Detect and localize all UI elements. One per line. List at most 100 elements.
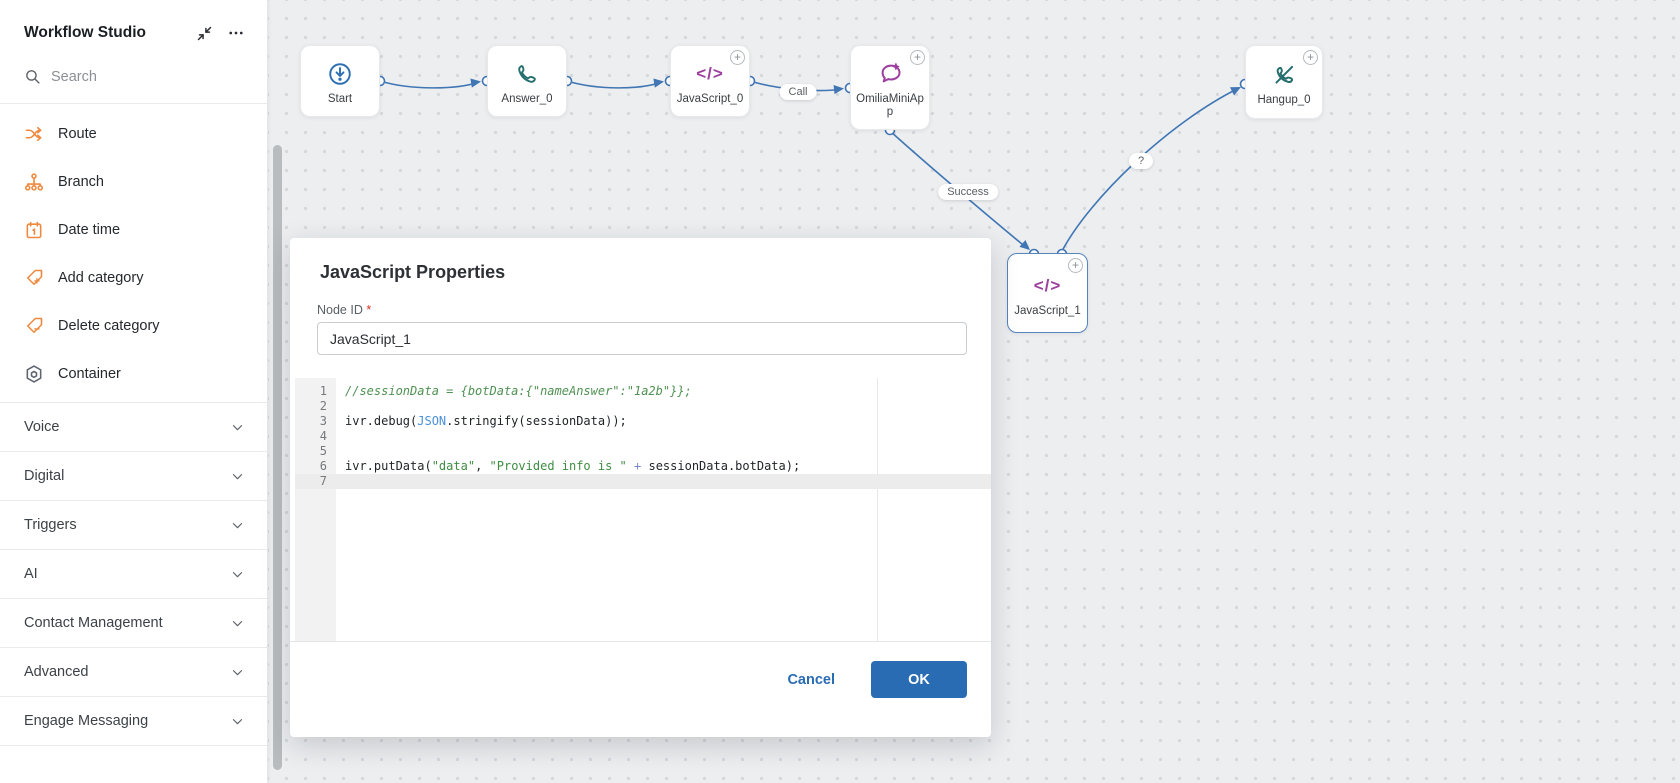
chevron-down-icon: [230, 469, 245, 484]
node-id-label: Node ID *: [317, 303, 372, 317]
section-label: Advanced: [24, 664, 89, 680]
code-text: [336, 429, 345, 444]
start-icon: [327, 61, 353, 87]
edge-label: Call: [779, 84, 817, 100]
chevron-down-icon: [230, 665, 245, 680]
chat-sparkle-icon: [877, 61, 904, 87]
delete-category-icon: [24, 316, 44, 336]
sidebar-item-label: Delete category: [58, 318, 160, 334]
sidebar-item-date-time[interactable]: Date time: [0, 206, 267, 254]
node-label: OmiliaMiniApp: [856, 92, 924, 118]
code-icon: </>: [1033, 275, 1062, 295]
sidebar-scrollbar[interactable]: [273, 145, 282, 770]
search-input[interactable]: [51, 68, 221, 85]
search-box[interactable]: [0, 58, 267, 104]
code-text: [336, 444, 345, 459]
code-text: ivr.putData("data", "Provided info is " …: [345, 459, 801, 473]
section-label: Contact Management: [24, 615, 163, 631]
sidebar-item-add-category[interactable]: Add category: [0, 254, 267, 302]
sidebar-section-ai[interactable]: AI: [0, 550, 267, 599]
code-text: ivr.debug(JSON.stringify(sessionData));: [345, 414, 627, 428]
workflow-node-answer_0[interactable]: Answer_0: [487, 45, 567, 117]
sidebar-item-label: Add category: [58, 270, 144, 286]
section-label: Triggers: [24, 517, 77, 533]
more-options-icon[interactable]: [225, 22, 247, 44]
add-connection-icon[interactable]: +: [1303, 50, 1318, 65]
code-line[interactable]: 1 //sessionData = {botData:{"nameAnswer":…: [295, 384, 991, 399]
sidebar-item-container[interactable]: Container: [0, 350, 267, 398]
workflow-node-javascript_1[interactable]: + </> JavaScript_1: [1007, 253, 1088, 333]
workflow-node-start[interactable]: Start: [300, 45, 380, 117]
section-label: Digital: [24, 468, 65, 484]
node-label: JavaScript_1: [1014, 304, 1081, 317]
code-icon: </>: [696, 63, 724, 83]
container-icon: [24, 364, 44, 384]
sidebar-header: Workflow Studio: [0, 0, 267, 58]
node-label: JavaScript_0: [676, 92, 744, 105]
add-connection-icon[interactable]: +: [1068, 258, 1083, 273]
chevron-down-icon: [230, 420, 245, 435]
sidebar-item-branch[interactable]: Branch: [0, 158, 267, 206]
section-label: Voice: [24, 419, 60, 435]
code-line[interactable]: 3 ivr.debug(JSON.stringify(sessionData));: [295, 414, 991, 429]
workflow-node-hangup_0[interactable]: + Hangup_0: [1245, 45, 1323, 119]
sidebar-section-triggers[interactable]: Triggers: [0, 501, 267, 550]
chevron-down-icon: [230, 714, 245, 729]
ok-button[interactable]: OK: [871, 661, 967, 698]
node-label: Start: [327, 92, 353, 105]
sidebar-section-engage-messaging[interactable]: Engage Messaging: [0, 697, 267, 746]
chevron-down-icon: [230, 518, 245, 533]
add-connection-icon[interactable]: +: [730, 50, 745, 65]
javascript-properties-dialog: JavaScript Properties Node ID * 1 //sessi…: [290, 238, 991, 737]
line-number: 1: [319, 384, 327, 398]
node-label: Answer_0: [501, 92, 553, 105]
editor-ruler: [877, 378, 878, 641]
code-line[interactable]: 7: [295, 474, 991, 489]
route-icon: [24, 124, 44, 144]
collapse-icon[interactable]: [193, 22, 215, 44]
search-icon: [24, 68, 41, 85]
section-label: AI: [24, 566, 38, 582]
node-label: Hangup_0: [1257, 93, 1311, 106]
code-line[interactable]: 4: [295, 429, 991, 444]
line-number: 2: [319, 399, 327, 413]
code-line[interactable]: 2: [295, 399, 991, 414]
edge-label: Success: [938, 184, 998, 200]
sidebar-item-route[interactable]: Route: [0, 110, 267, 158]
date-time-icon: [24, 220, 44, 240]
node-id-input[interactable]: [317, 322, 967, 355]
workflow-node-omiliaminiapp[interactable]: + OmiliaMiniApp: [850, 45, 930, 130]
add-category-icon: [24, 268, 44, 288]
line-number: 3: [319, 414, 327, 428]
editor-gutter: [295, 378, 336, 641]
phone-icon: [515, 61, 539, 87]
sidebar-section-voice[interactable]: Voice: [0, 403, 267, 452]
dialog-title: JavaScript Properties: [320, 262, 506, 282]
panel-title: Workflow Studio: [24, 24, 146, 41]
edge-label: ?: [1128, 153, 1154, 169]
line-number: 4: [319, 429, 327, 443]
line-number: 6: [319, 459, 327, 473]
code-editor[interactable]: 1 //sessionData = {botData:{"nameAnswer":…: [290, 378, 991, 642]
sidebar-section-advanced[interactable]: Advanced: [0, 648, 267, 697]
sidebar-item-label: Container: [58, 366, 121, 382]
cancel-button[interactable]: Cancel: [787, 671, 835, 688]
workflow-node-javascript_0[interactable]: + </> JavaScript_0: [670, 45, 750, 117]
code-text: [336, 399, 345, 414]
chevron-down-icon: [230, 567, 245, 582]
section-label: Engage Messaging: [24, 713, 149, 729]
line-number: 7: [319, 474, 327, 488]
code-text: //sessionData = {botData:{"nameAnswer":"…: [345, 384, 692, 398]
sidebar-section-digital[interactable]: Digital: [0, 452, 267, 501]
add-connection-icon[interactable]: +: [910, 50, 925, 65]
chevron-down-icon: [230, 616, 245, 631]
required-marker: *: [366, 303, 372, 317]
code-text: [336, 474, 345, 489]
code-line[interactable]: 5: [295, 444, 991, 459]
branch-icon: [24, 172, 44, 192]
line-number: 5: [319, 444, 327, 458]
code-line[interactable]: 6 ivr.putData("data", "Provided info is "…: [295, 459, 991, 474]
sidebar-item-delete-category[interactable]: Delete category: [0, 302, 267, 350]
sidebar-section-contact-management[interactable]: Contact Management: [0, 599, 267, 648]
